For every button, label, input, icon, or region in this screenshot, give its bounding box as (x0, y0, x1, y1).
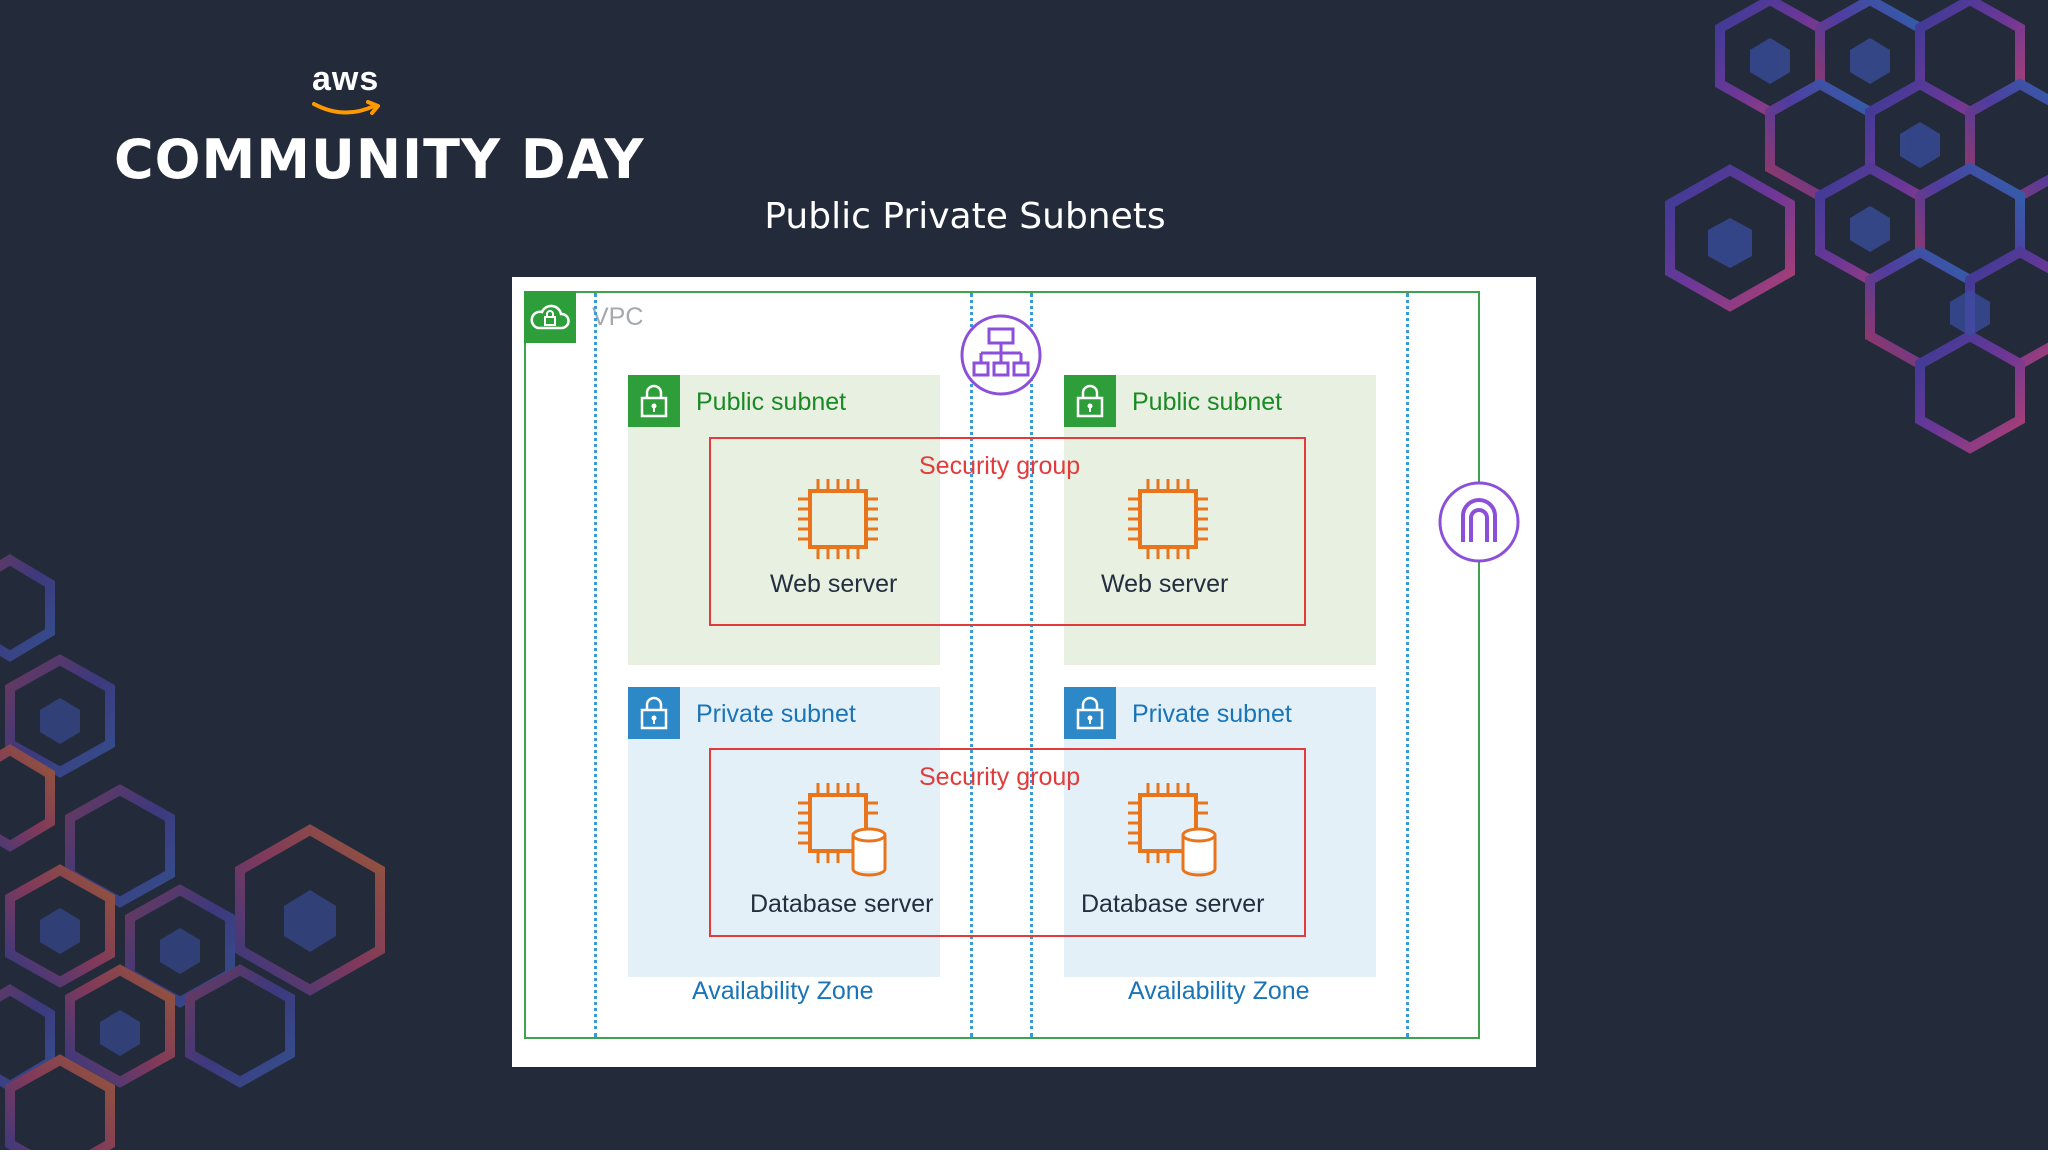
vpc-boundary (524, 291, 1480, 1039)
web-server-label: Web server (1101, 570, 1229, 598)
security-group-web-label: Security group (919, 452, 1081, 480)
public-subnet-zone-2: Public subnet (1064, 375, 1376, 665)
lock-icon (628, 687, 680, 739)
web-server-label: Web server (770, 570, 898, 598)
internet-gateway-icon (1438, 481, 1520, 563)
security-group-database (709, 748, 1306, 937)
availability-zone-2-label: Availability Zone (1128, 977, 1310, 1005)
bottom-edge-strip (0, 1150, 2048, 1152)
availability-zone-1-label: Availability Zone (692, 977, 874, 1005)
ec2-chip-icon (1128, 479, 1208, 559)
database-server-icon (1128, 783, 1217, 877)
public-subnet-label: Public subnet (1132, 388, 1283, 416)
load-balancer-icon (960, 314, 1042, 396)
availability-zone-2-left-edge (1030, 293, 1033, 1037)
lock-icon (1064, 687, 1116, 739)
availability-zone-2-right-edge (1406, 293, 1409, 1037)
availability-zone-1-left-edge (594, 293, 597, 1037)
private-subnet-zone-1: Private subnet (628, 687, 940, 977)
private-subnet-zone-2: Private subnet (1064, 687, 1376, 977)
event-name: COMMUNITY DAY (114, 128, 645, 191)
aws-logo-text: aws (312, 60, 380, 98)
ec2-chip-icon (798, 479, 878, 559)
database-server-label: Database server (750, 890, 934, 918)
public-subnet-zone-1: Public subnet (628, 375, 940, 665)
architecture-diagram: VPC Public subnet Public subnet Private … (512, 277, 1536, 1067)
private-subnet-label: Private subnet (696, 700, 856, 728)
hexagon-pattern-top-right (1665, 0, 2048, 454)
private-subnet-label: Private subnet (1132, 700, 1292, 728)
vpc-label: VPC (592, 303, 644, 331)
vpc-cloud-icon (524, 291, 576, 343)
lock-icon (628, 375, 680, 427)
security-group-database-label: Security group (919, 763, 1081, 791)
public-subnet-label: Public subnet (696, 388, 847, 416)
aws-smile-icon (312, 100, 380, 115)
slide-title: Public Private Subnets (764, 196, 1166, 237)
database-server-icon (798, 783, 887, 877)
hexagon-pattern-bottom-left (0, 554, 385, 1150)
database-server-label: Database server (1081, 890, 1265, 918)
availability-zone-1-right-edge (970, 293, 973, 1037)
security-group-web (709, 437, 1306, 626)
lock-icon (1064, 375, 1116, 427)
